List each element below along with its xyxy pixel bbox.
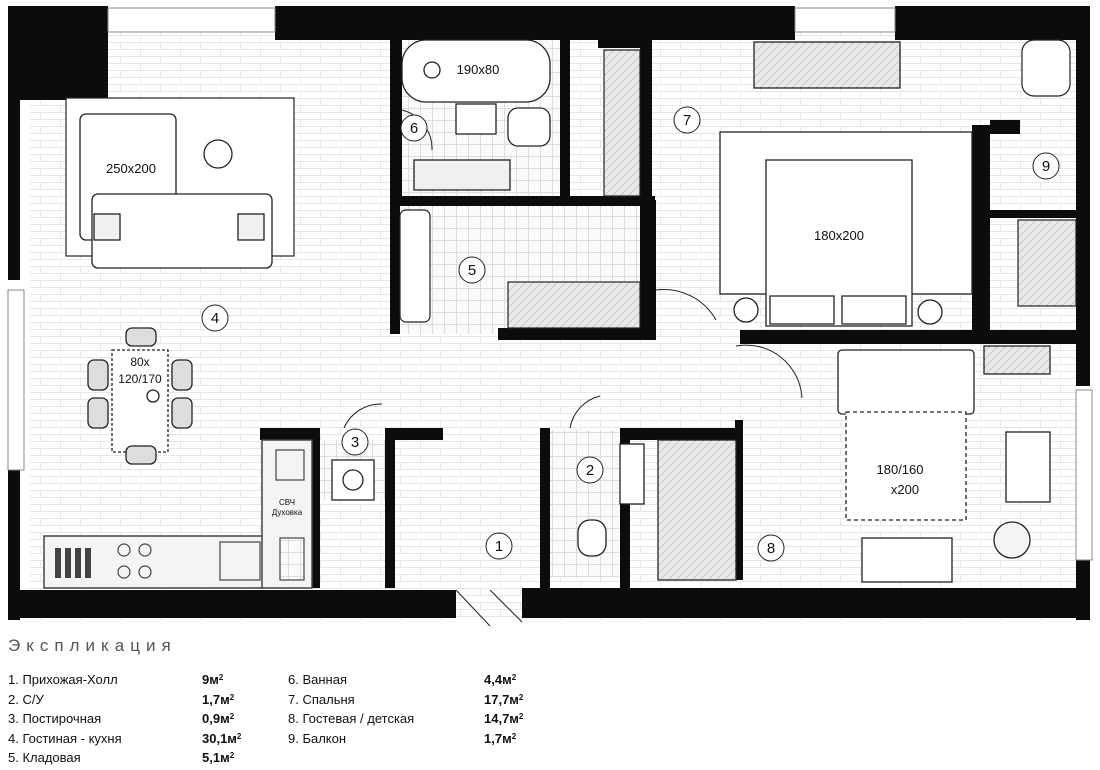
bathtub-icon	[401, 39, 551, 191]
legend-room-area: 0,9м2	[202, 711, 235, 726]
guest-bed-size-label: x200	[891, 482, 919, 497]
legend-room-area: 5,1м2	[202, 750, 235, 765]
legend-row: 7. Спальня 17,7м2	[288, 690, 588, 710]
sofa-icon	[79, 113, 273, 269]
legend-row: 2. С/У 1,7м2	[8, 690, 278, 710]
legend-room-area: 1,7м2	[484, 730, 517, 746]
legend-room-area: 1,7м2	[202, 691, 235, 707]
windows	[7, 7, 1093, 561]
legend-room-label: 2. С/У	[8, 691, 44, 707]
legend-room-label: 9. Балкон	[288, 730, 347, 746]
room-number: 5	[468, 262, 476, 279]
legend-room-area: 17,7м2	[484, 691, 524, 707]
legend-room-label: 7. Спальня	[288, 691, 355, 707]
table-size-label: 80x	[130, 355, 149, 369]
legend-room-label: 3. Постирочная	[8, 711, 102, 726]
room-number: 8	[767, 540, 775, 557]
legend-room-area: 9м2	[202, 672, 224, 687]
guest-bed-size-label: 180/160	[877, 462, 924, 477]
guest-furniture	[657, 345, 1051, 583]
table-size-label: 120/170	[118, 372, 162, 386]
legend-room-area: 14,7м2	[484, 711, 524, 726]
room-number: 1	[495, 538, 503, 555]
room-number: 7	[683, 112, 691, 129]
explication-legend: Экспликация 1. Прихожая-Холл 9м2 2. С/У 1,7…	[8, 632, 1098, 770]
sofa-size-label: 250x200	[106, 161, 156, 176]
room-number: 2	[586, 462, 594, 479]
room-number: 9	[1042, 158, 1050, 175]
legend-row: 4. Гостиная - кухня 30,1м2	[8, 729, 278, 749]
main-bed-size-label: 180x200	[814, 228, 864, 243]
floor-plan: СВЧ Духовка 250x200 80x 120/170 190x80	[7, 6, 1093, 627]
legend-row: 3. Постирочная 0,9м2	[8, 709, 278, 729]
room-number: 6	[410, 120, 418, 137]
main-bed-icon	[719, 41, 973, 327]
walls	[8, 6, 1090, 620]
legend-row: 8. Гостевая / детская 14,7м2	[288, 709, 588, 729]
bathtub-size-label: 190x80	[457, 62, 500, 77]
legend-column-left: 1. Прихожая-Холл 9м2 2. С/У 1,7м2 3. Постиро…	[8, 670, 278, 768]
legend-row: 5. Кладовая 5,1м2	[8, 748, 278, 768]
storage-shelves	[399, 49, 641, 329]
legend-room-label: 4. Гостиная - кухня	[8, 730, 122, 746]
room-number-labels: 1 2 3 4 5 6 7 8 9	[211, 112, 1050, 557]
balcony-furniture	[1017, 39, 1077, 307]
kitchen-counter: СВЧ Духовка	[43, 439, 313, 589]
appliance-label: Духовка	[272, 508, 303, 517]
dining-table	[87, 327, 193, 465]
legend-room-label: 6. Ванная	[288, 672, 347, 687]
appliance-label: СВЧ	[279, 498, 295, 507]
room-number: 4	[211, 310, 219, 327]
room-number: 3	[351, 434, 359, 451]
room-number-markers	[201, 106, 1060, 562]
legend-row: 1. Прихожая-Холл 9м2	[8, 670, 278, 690]
legend-room-label: 5. Кладовая	[8, 750, 81, 765]
legend-column-right: 6. Ванная 4,4м2 7. Спальня 17,7м2 8. Гостева…	[288, 670, 588, 748]
legend-row: 6. Ванная 4,4м2	[288, 670, 588, 690]
legend-room-area: 30,1м2	[202, 730, 242, 746]
toilet-icon	[331, 443, 645, 557]
legend-row: 9. Балкон 1,7м2	[288, 729, 588, 749]
legend-room-area: 4,4м2	[484, 672, 517, 687]
legend-room-label: 8. Гостевая / детская	[288, 711, 415, 726]
legend-title: Экспликация	[8, 636, 177, 655]
legend-room-label: 1. Прихожая-Холл	[8, 672, 118, 687]
